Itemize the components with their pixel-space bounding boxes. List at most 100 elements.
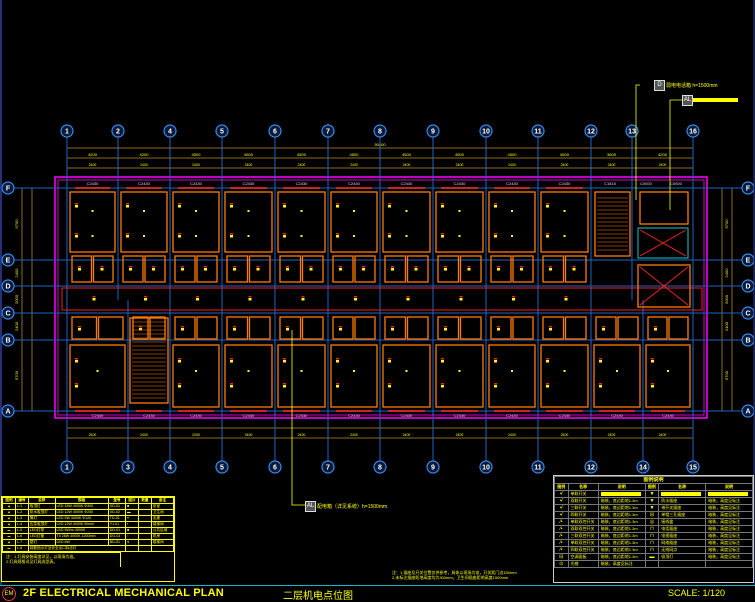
- restroom-south: [668, 316, 689, 340]
- grid-bubble-bottom-label: 6: [273, 465, 277, 472]
- grid-bubble-left: [1, 404, 15, 418]
- socket-icon-mark: [230, 358, 233, 360]
- window-south: [441, 410, 478, 412]
- socket-icon-mark: [546, 233, 549, 235]
- grid-bubble-right-label: F: [746, 186, 751, 193]
- restroom-south: [406, 316, 429, 340]
- grid-bubble-bottom-label: 7: [326, 465, 330, 472]
- window-dimension: 2400: [298, 163, 306, 167]
- window-tag-bottom: C2430: [190, 413, 203, 418]
- legend-header: 名称: [658, 483, 707, 491]
- bay-dimension: 4200: [140, 152, 150, 157]
- switch-icon-mark: [233, 326, 236, 328]
- socket-icon-mark: [388, 358, 391, 360]
- schedule-cell: 疏散指示灯及安全出口标志灯: [27, 545, 127, 552]
- light-icon: [91, 210, 94, 212]
- window-tag-bottom: C2430: [143, 413, 156, 418]
- grid-bubble-top: [60, 124, 74, 138]
- corridor-light-icon-mark: [92, 296, 96, 298]
- legend-header: 说明: [705, 483, 753, 491]
- office-room-north: [120, 191, 168, 253]
- restroom-north: [384, 255, 407, 283]
- legend-desc: 暗装，底边距地1.3m: [597, 518, 646, 526]
- switch-icon: [520, 268, 523, 271]
- socket-icon: [126, 205, 129, 208]
- legend-desc: [705, 560, 753, 568]
- restroom-south: [617, 316, 639, 340]
- restroom-south: [279, 316, 302, 340]
- light-icon: [300, 210, 303, 212]
- legend-name: 四联双控开关: [567, 546, 599, 554]
- restroom-north: [174, 255, 196, 283]
- schedule-cell: [150, 545, 175, 552]
- switch-icon-mark: [444, 326, 447, 328]
- switch-icon-mark: [602, 326, 605, 328]
- window-north: [546, 187, 583, 189]
- legend-symbol-icon: ⁄•: [554, 539, 569, 547]
- bay-dimension: 4500: [244, 152, 254, 157]
- legend-desc: [705, 490, 753, 498]
- restroom-north: [92, 255, 114, 283]
- grid-bubble-left: [1, 333, 15, 347]
- corridor-light-icon: [406, 298, 410, 301]
- socket-icon: [178, 360, 181, 363]
- office-room-south: [277, 344, 326, 408]
- office-room-north: [277, 191, 326, 253]
- switch-icon: [414, 268, 418, 271]
- window-dimension: 2400: [192, 433, 200, 437]
- grid-bubble-bottom: [531, 460, 545, 474]
- socket-icon: [441, 235, 444, 238]
- light-icon: [563, 370, 566, 372]
- window-south: [230, 410, 267, 412]
- socket-icon-mark: [546, 383, 549, 385]
- row-dimension: 2000: [14, 294, 19, 304]
- drawing-title-chinese: 二层机电点位图: [283, 591, 353, 602]
- switch-icon-mark: [309, 266, 313, 268]
- office-room-north: [224, 191, 273, 253]
- window-dimension: 2400: [403, 433, 411, 437]
- legend-name: 电视插座: [658, 532, 707, 540]
- corridor-light-icon-mark: [196, 296, 199, 298]
- office-room-south: [224, 344, 273, 408]
- grid-bubble-left: [1, 253, 15, 267]
- socket-icon: [75, 205, 78, 208]
- switch-icon: [391, 268, 394, 271]
- switch-icon-mark: [233, 266, 236, 268]
- legend-name: 防水插座: [658, 497, 707, 505]
- restroom-south: [97, 316, 124, 340]
- socket-icon-mark: [546, 358, 549, 360]
- bay-dimension: 4500: [455, 152, 465, 157]
- restroom-south: [512, 316, 534, 340]
- light-icon: [195, 235, 197, 237]
- grid-bubble-right-label: E: [746, 258, 751, 265]
- grid-bubble-top-label: 5: [220, 129, 224, 136]
- light-icon: [458, 370, 461, 372]
- legend-name: [658, 490, 707, 498]
- socket-icon-mark: [283, 203, 286, 205]
- socket-icon-mark: [178, 383, 181, 385]
- legend-name: 单联双控开关: [567, 518, 599, 526]
- corridor-light-icon-mark: [512, 296, 515, 298]
- grid-bubble-top-label: 11: [534, 129, 542, 136]
- window-dimension: 2400: [89, 433, 97, 437]
- window-north: [441, 187, 478, 189]
- window-dimension: 2400: [608, 163, 616, 167]
- legend-symbol-icon: ▬: [644, 553, 660, 561]
- legend-desc: 暗装，高度见标注: [705, 546, 753, 554]
- light-icon: [616, 370, 618, 372]
- grid-bubble-top: [163, 124, 177, 138]
- grid-bubble-left-label: B: [5, 338, 10, 345]
- legend-header: 图例: [644, 483, 660, 491]
- corridor-light-icon: [512, 298, 515, 301]
- bay-dimension: 4500: [350, 152, 360, 157]
- grid-bubble-top: [479, 124, 493, 138]
- drawing-scale: SCALE: 1/120: [667, 588, 725, 598]
- grid-bubble-top: [584, 124, 598, 138]
- light-icon: [511, 210, 513, 212]
- grid-bubble-top: [215, 124, 229, 138]
- bay-dimension: 4500: [402, 152, 412, 157]
- switch-icon: [444, 328, 447, 331]
- note-line: 注：1.插座及开关位置仅供参考，具体以现场为准，开关距门边150mm: [392, 570, 517, 575]
- legend-row: •⁄三联开关暗装，底边距地1.3m▼带开关插座暗装，高度见标注: [554, 504, 753, 512]
